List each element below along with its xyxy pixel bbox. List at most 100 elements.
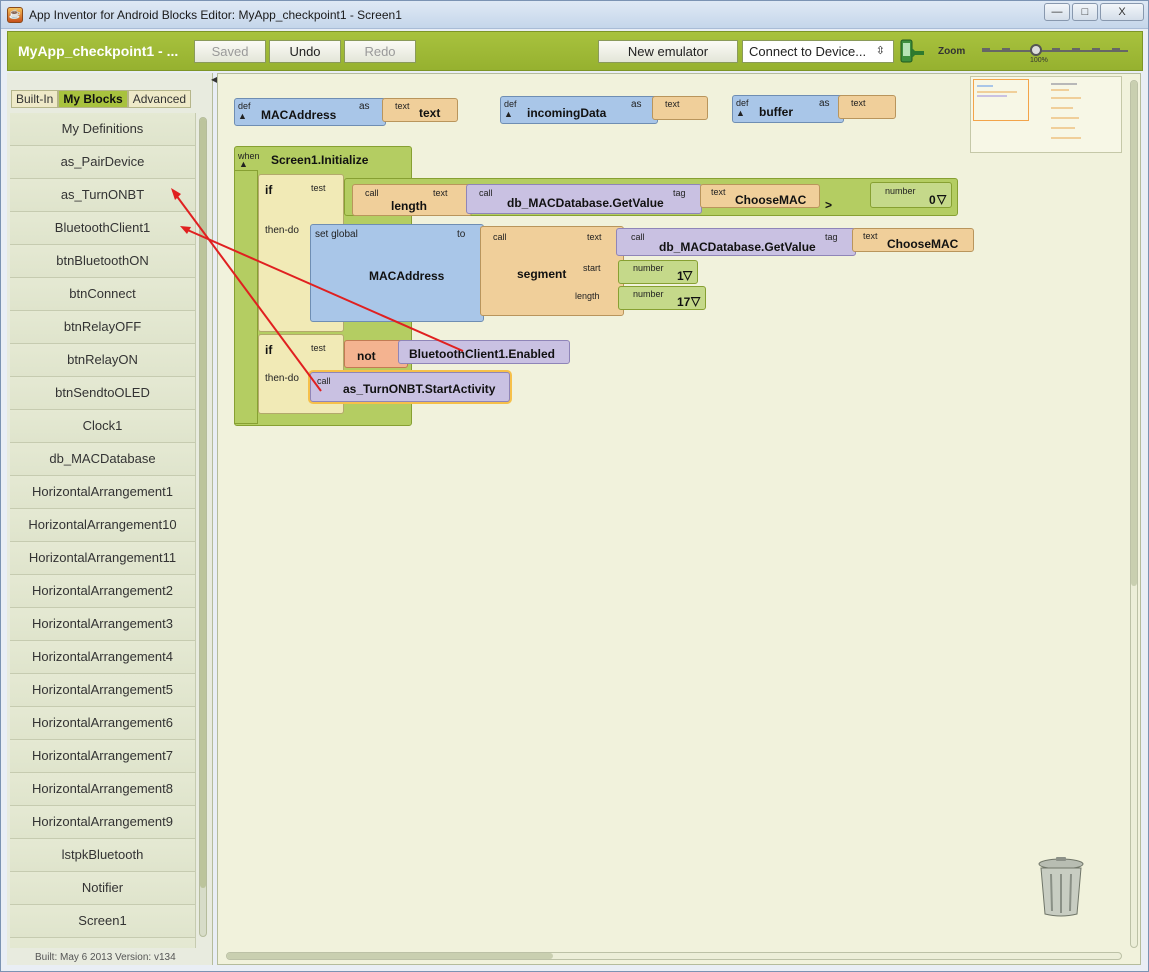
drawer-item[interactable]: Clock1 — [10, 410, 196, 443]
window-title: App Inventor for Android Blocks Editor: … — [29, 8, 402, 22]
event-name: Screen1.Initialize — [271, 153, 369, 167]
then-do-label: then-do — [265, 373, 299, 384]
length-block[interactable]: call length text — [352, 184, 472, 216]
def-macaddress-block[interactable]: def ▲ MACAddress as — [234, 98, 386, 126]
collapse-arrow-icon[interactable]: ◀ — [211, 75, 218, 84]
segment-block[interactable]: call segment text start length — [480, 226, 624, 316]
drawer-item[interactable]: Notifier — [10, 872, 196, 905]
number-value: 17 — [677, 295, 691, 309]
greater-than-operator: > — [825, 198, 833, 212]
connect-device-label: Connect to Device... — [749, 44, 867, 59]
drawer-item[interactable]: My Definitions — [10, 113, 196, 146]
then-do-label: then-do — [265, 225, 299, 236]
drawer-item[interactable]: btnBluetoothON — [10, 245, 196, 278]
text-value: ChooseMAC — [735, 193, 807, 207]
set-global-block[interactable]: set global MACAddress to — [310, 224, 484, 322]
drawer-item[interactable]: HorizontalArrangement9 — [10, 806, 196, 839]
drawer-item[interactable]: btnConnect — [10, 278, 196, 311]
startactivity-call-block[interactable]: call as_TurnONBT.StartActivity — [310, 372, 510, 402]
def-name: MACAddress — [261, 108, 337, 122]
tab-my-blocks[interactable]: My Blocks — [58, 90, 128, 108]
dropdown-triangle-icon[interactable]: ▽ — [683, 268, 693, 282]
drawer-item[interactable]: HorizontalArrangement8 — [10, 773, 196, 806]
text-choosemac-block[interactable]: text ChooseMAC — [852, 228, 974, 252]
drawer-item[interactable]: HorizontalArrangement7 — [10, 740, 196, 773]
def-label: def — [504, 99, 517, 109]
text-block[interactable]: text — [838, 95, 896, 119]
dropdown-triangle-icon[interactable]: ▽ — [937, 192, 947, 206]
number-label: number — [885, 186, 916, 196]
drawer-item[interactable]: btnRelayOFF — [10, 311, 196, 344]
minimap-block — [1051, 107, 1073, 109]
drawer-item[interactable]: HorizontalArrangement4 — [10, 641, 196, 674]
blocks-workspace[interactable]: def ▲ MACAddress as text text def ▲ inco… — [217, 73, 1141, 965]
undo-button[interactable]: Undo — [269, 40, 341, 63]
drawer-item[interactable]: HorizontalArrangement5 — [10, 674, 196, 707]
drawer-item[interactable]: btnSendtoOLED — [10, 377, 196, 410]
drawer-item[interactable]: HorizontalArrangement3 — [10, 608, 196, 641]
connect-device-select[interactable]: Connect to Device... ⇳ — [742, 40, 894, 63]
phone-connection-icon[interactable] — [898, 38, 926, 66]
text-type-label: text — [711, 187, 726, 197]
workspace-vertical-scrollbar[interactable] — [1130, 80, 1138, 948]
bluetooth-enabled-block[interactable]: BluetoothClient1.Enabled — [398, 340, 570, 364]
db-getvalue-block[interactable]: call db_MACDatabase.GetValue tag — [616, 228, 856, 256]
close-button[interactable]: X — [1100, 3, 1144, 21]
drawer-item[interactable]: txtM — [10, 938, 196, 948]
scrollbar-thumb[interactable] — [1131, 81, 1137, 586]
drawer-scrollbar-thumb[interactable] — [200, 118, 206, 888]
drawer-item[interactable]: HorizontalArrangement2 — [10, 575, 196, 608]
number-value: 0 — [929, 193, 936, 207]
tab-advanced[interactable]: Advanced — [127, 90, 192, 108]
def-name: buffer — [759, 105, 793, 119]
drawer-item[interactable]: HorizontalArrangement6 — [10, 707, 196, 740]
text-block[interactable]: text — [652, 96, 708, 120]
number-length-block[interactable]: number 17 ▽ — [618, 286, 706, 310]
as-label: as — [819, 98, 830, 109]
drawer-scrollbar[interactable] — [199, 117, 207, 937]
def-buffer-block[interactable]: def ▲ buffer as — [732, 95, 844, 123]
minimap-block — [1051, 89, 1069, 91]
drawer-item[interactable]: HorizontalArrangement1 — [10, 476, 196, 509]
db-getvalue-block[interactable]: call db_MACDatabase.GetValue tag — [466, 184, 702, 214]
minimize-button[interactable]: — — [1044, 3, 1070, 21]
saved-button[interactable]: Saved — [194, 40, 266, 63]
drawer-item[interactable]: lstpkBluetooth — [10, 839, 196, 872]
set-global-label: set global — [315, 229, 358, 240]
drawer-item[interactable]: HorizontalArrangement11 — [10, 542, 196, 575]
drawer-item[interactable]: btnRelayON — [10, 344, 196, 377]
tab-built-in[interactable]: Built-In — [11, 90, 59, 108]
drawer-item[interactable]: BluetoothClient1 — [10, 212, 196, 245]
tag-label: tag — [825, 232, 838, 242]
number-zero-block[interactable]: number 0 ▽ — [870, 182, 952, 208]
drawer-item[interactable]: Screen1 — [10, 905, 196, 938]
as-label: as — [359, 101, 370, 112]
drawer-item[interactable]: as_PairDevice — [10, 146, 196, 179]
text-choosemac-block[interactable]: text ChooseMAC — [700, 184, 820, 208]
maximize-button[interactable]: □ — [1072, 3, 1098, 21]
collapse-triangle-icon: ▲ — [238, 111, 247, 121]
scrollbar-thumb[interactable] — [227, 953, 553, 959]
workspace-horizontal-scrollbar[interactable] — [226, 952, 1122, 960]
text-value: text — [419, 106, 441, 120]
method-name: as_TurnONBT.StartActivity — [343, 382, 496, 396]
dropdown-triangle-icon[interactable]: ▽ — [691, 294, 701, 308]
redo-button[interactable]: Redo — [344, 40, 416, 63]
as-label: as — [631, 99, 642, 110]
drawer-item[interactable]: db_MACDatabase — [10, 443, 196, 476]
text-block[interactable]: text text — [382, 98, 458, 122]
minimap-viewport[interactable] — [973, 79, 1029, 121]
number-start-block[interactable]: number 1 ▽ — [618, 260, 698, 284]
text-type-label: text — [851, 98, 866, 108]
workspace-minimap[interactable] — [970, 76, 1122, 153]
new-emulator-button[interactable]: New emulator — [598, 40, 738, 63]
def-incomingdata-block[interactable]: def ▲ incomingData as — [500, 96, 658, 124]
minimap-block — [977, 95, 1007, 97]
drawer-item[interactable]: as_TurnONBT — [10, 179, 196, 212]
build-info: Built: May 6 2013 Version: v134 — [35, 952, 176, 963]
drawer-item[interactable]: HorizontalArrangement10 — [10, 509, 196, 542]
zoom-slider-knob[interactable] — [1030, 44, 1042, 56]
trash-can-icon[interactable] — [1036, 856, 1086, 918]
dropdown-icon: ⇳ — [875, 45, 885, 57]
